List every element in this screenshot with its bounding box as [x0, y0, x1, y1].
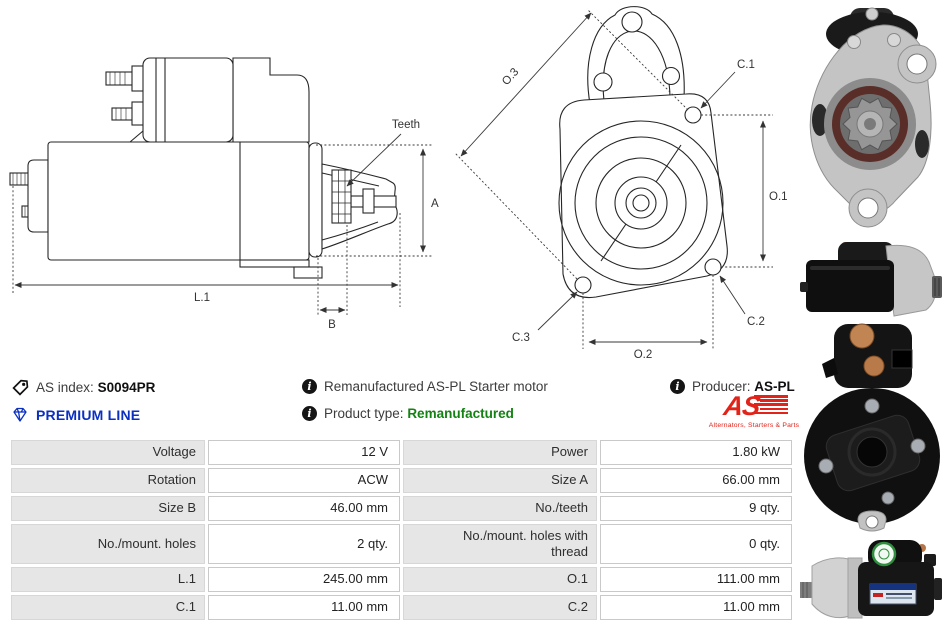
- product-type-value: Remanufactured: [407, 406, 514, 421]
- as-index-label: AS index:: [36, 380, 94, 395]
- spec-label: Rotation: [11, 468, 205, 493]
- spec-label: O.1: [403, 567, 597, 592]
- product-photo-front[interactable]: [798, 2, 946, 230]
- product-type-row: i Product type: Remanufactured: [302, 406, 514, 421]
- product-photo-rear[interactable]: [798, 322, 946, 534]
- spec-label: Size A: [403, 468, 597, 493]
- spec-label: Power: [403, 440, 597, 465]
- as-pl-logo: AS Alternators, Starters & Parts: [708, 391, 800, 435]
- spec-label: C.2: [403, 595, 597, 620]
- spec-label: Size B: [11, 496, 205, 521]
- starter-front-outline: [558, 6, 728, 299]
- spec-value: 245.00 mm: [208, 567, 400, 592]
- front-dimension-lines: [454, 8, 773, 349]
- spec-label: C.1: [11, 595, 205, 620]
- side-dimension-lines: [12, 133, 432, 315]
- premium-line-badge: PREMIUM LINE: [36, 406, 141, 423]
- product-photo-side[interactable]: [798, 230, 946, 320]
- producer-label: Producer:: [692, 379, 751, 394]
- spec-value: 12 V: [208, 440, 400, 465]
- spec-value: 9 qty.: [600, 496, 792, 521]
- product-label: [869, 583, 917, 605]
- spec-value: 1.80 kW: [600, 440, 792, 465]
- tag-icon: [12, 379, 29, 396]
- side-view-drawing: Teeth A L.1 B: [9, 57, 439, 331]
- spec-label: No./mount. holes with thread: [403, 524, 597, 564]
- spec-label: No./teeth: [403, 496, 597, 521]
- dim-label-o1: O.1: [769, 191, 788, 203]
- spec-value: 11.00 mm: [600, 595, 792, 620]
- spec-value: 66.00 mm: [600, 468, 792, 493]
- dim-label-c3: C.3: [512, 332, 530, 344]
- producer-value: AS-PL: [754, 379, 795, 394]
- starter-side-outline: [9, 57, 398, 279]
- spec-label: L.1: [11, 567, 205, 592]
- spec-value: 11.00 mm: [208, 595, 400, 620]
- as-index-value: S0094PR: [97, 380, 156, 395]
- spec-value: 2 qty.: [208, 524, 400, 564]
- front-view-drawing: O.3 C.1 O.1 C.2 C.3 O.2: [454, 6, 788, 361]
- dim-label-c1: C.1: [737, 59, 755, 71]
- dim-label-o3: O.3: [500, 66, 521, 88]
- diamond-icon: [13, 407, 27, 422]
- pinion-gear: [331, 169, 352, 224]
- spec-value: ACW: [208, 468, 400, 493]
- dim-label-teeth: Teeth: [392, 119, 420, 131]
- spec-table: Voltage 12 V Power 1.80 kW Rotation ACW …: [11, 440, 792, 620]
- product-description: Remanufactured AS-PL Starter motor: [324, 379, 548, 394]
- spec-value: 111.00 mm: [600, 567, 792, 592]
- dim-label-c2: C.2: [747, 316, 765, 328]
- product-type-label: Product type:: [324, 406, 404, 421]
- premium-line-row: PREMIUM LINE: [11, 406, 140, 423]
- producer-row: i Producer: AS-PL: [670, 379, 795, 394]
- eco-sticker: [871, 541, 897, 567]
- info-icon: i: [670, 379, 685, 394]
- dim-label-o2: O.2: [634, 349, 653, 361]
- dim-label-b: B: [328, 319, 336, 331]
- spec-value: 0 qty.: [600, 524, 792, 564]
- logo-stripes: [754, 395, 788, 416]
- info-icon: i: [302, 406, 317, 421]
- info-icon: i: [302, 379, 317, 394]
- logo-text: AS: [721, 391, 762, 421]
- as-index-row: AS index: S0094PR: [12, 379, 155, 396]
- spec-value: 46.00 mm: [208, 496, 400, 521]
- spec-label: Voltage: [11, 440, 205, 465]
- description-row: i Remanufactured AS-PL Starter motor: [302, 379, 548, 394]
- dim-label-l1: L.1: [194, 292, 210, 304]
- dim-label-a: A: [431, 198, 439, 210]
- spec-label: No./mount. holes: [11, 524, 205, 564]
- logo-tagline: Alternators, Starters & Parts: [708, 422, 800, 429]
- product-photo-side-label[interactable]: [798, 538, 946, 634]
